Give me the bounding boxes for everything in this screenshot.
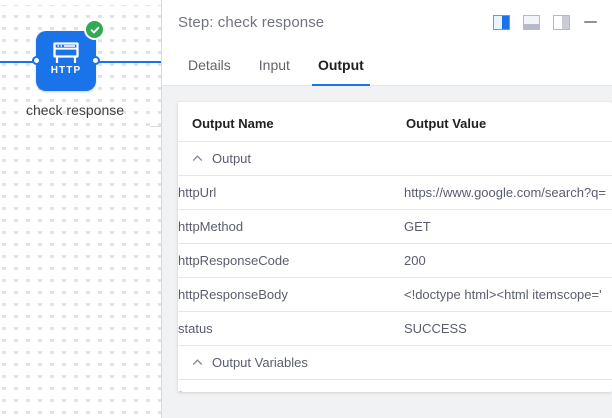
column-header-output-name: Output Name: [178, 102, 404, 142]
step-details-panel: Step: check response Details Input Outpu…: [162, 0, 612, 418]
row-value: GET: [404, 219, 431, 234]
table-row[interactable]: status SUCCESS: [178, 311, 612, 346]
panel-actions: [493, 14, 598, 30]
row-name: httpUrl: [178, 175, 404, 210]
row-name: httpResponseCode: [178, 243, 404, 278]
tab-details[interactable]: Details: [188, 57, 231, 73]
row-value: <!doctype html><html itemscope=': [404, 287, 602, 302]
panel-tabs: Details Input Output: [162, 44, 612, 86]
panel-header: Step: check response: [162, 0, 612, 44]
row-value: SUCCESS: [404, 321, 467, 336]
table-row[interactable]: httpResponseCode 200: [178, 243, 612, 278]
group-label: Output Variables: [212, 355, 308, 370]
table-row[interactable]: foo 200: [178, 380, 612, 392]
left-panel-layout-icon[interactable]: [493, 14, 510, 30]
tab-output[interactable]: Output: [304, 44, 378, 86]
table-header-row: Output Name Output Value: [178, 102, 612, 142]
bottom-panel-layout-icon[interactable]: [523, 14, 540, 30]
tab-input[interactable]: Input: [258, 57, 290, 73]
chevron-up-icon[interactable]: [192, 153, 203, 164]
output-card: Output Name Output Value: [178, 102, 612, 392]
table-row[interactable]: httpUrl https://www.google.com/search?q=: [178, 175, 612, 210]
table-row[interactable]: httpMethod GET: [178, 209, 612, 244]
node-input-port[interactable]: [32, 56, 41, 65]
panel-body: Output Name Output Value: [162, 86, 612, 418]
column-header-output-value: Output Value: [404, 102, 612, 142]
row-name: httpMethod: [178, 209, 404, 244]
canvas-edge-stub: [150, 126, 162, 127]
minimize-icon[interactable]: [583, 15, 598, 29]
table-row[interactable]: httpResponseBody <!doctype html><html it…: [178, 277, 612, 312]
workflow-canvas[interactable]: HTTP check response: [0, 0, 162, 418]
table-group-row[interactable]: Output Variables: [178, 345, 612, 380]
http-node-icon: HTTP: [36, 42, 96, 76]
node-label: check response: [25, 102, 125, 118]
node-check-response[interactable]: HTTP: [36, 31, 96, 91]
success-check-icon: [84, 19, 105, 40]
http-label: HTTP: [50, 65, 82, 76]
table-group-row[interactable]: Output: [178, 141, 612, 176]
row-name: httpResponseBody: [178, 277, 404, 312]
chevron-up-icon[interactable]: [192, 357, 203, 368]
row-name: status: [178, 311, 404, 346]
canvas-panel-divider: [161, 0, 162, 418]
group-label: Output: [212, 151, 252, 166]
node-output-port[interactable]: [91, 56, 100, 65]
row-value: 200: [404, 389, 612, 392]
panel-title: Step: check response: [178, 13, 325, 31]
row-value: 200: [404, 253, 426, 268]
row-name: foo: [178, 380, 404, 392]
output-table: Output Name Output Value: [178, 102, 612, 392]
row-value: https://www.google.com/search?q=: [404, 185, 606, 200]
edge-incoming: [0, 61, 40, 63]
edge-outgoing: [95, 61, 162, 63]
right-panel-layout-icon[interactable]: [553, 14, 570, 30]
